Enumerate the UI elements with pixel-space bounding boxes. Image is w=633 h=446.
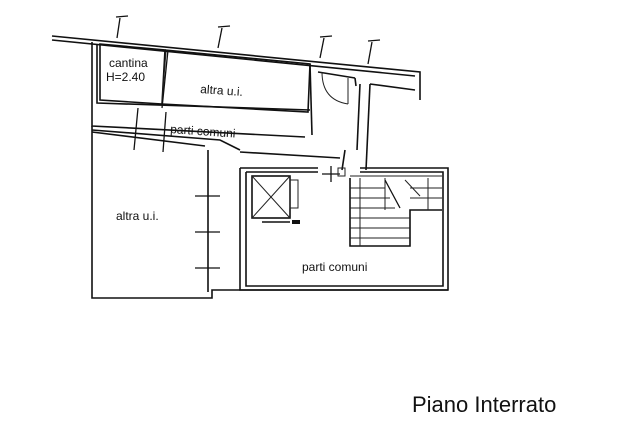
altra-ui-left-label: altra u.i. <box>116 209 159 223</box>
altra-ui-upper-label: altra u.i. <box>200 82 244 99</box>
parti-comuni-corridor-label: parti comuni <box>170 122 236 141</box>
cantina-label: cantina <box>109 56 148 70</box>
altra-ui-left-room <box>195 195 220 269</box>
parti-comuni-stairwell-label: parti comuni <box>302 260 367 274</box>
altra-ui-upper-room <box>133 49 311 153</box>
stairs-icon <box>349 175 442 247</box>
plan-title: Piano Interrato <box>412 392 557 417</box>
right-door <box>309 63 416 171</box>
cantina-height-label: H=2.40 <box>106 70 145 84</box>
stairwell-block <box>239 166 449 291</box>
lift-icon <box>251 175 300 224</box>
